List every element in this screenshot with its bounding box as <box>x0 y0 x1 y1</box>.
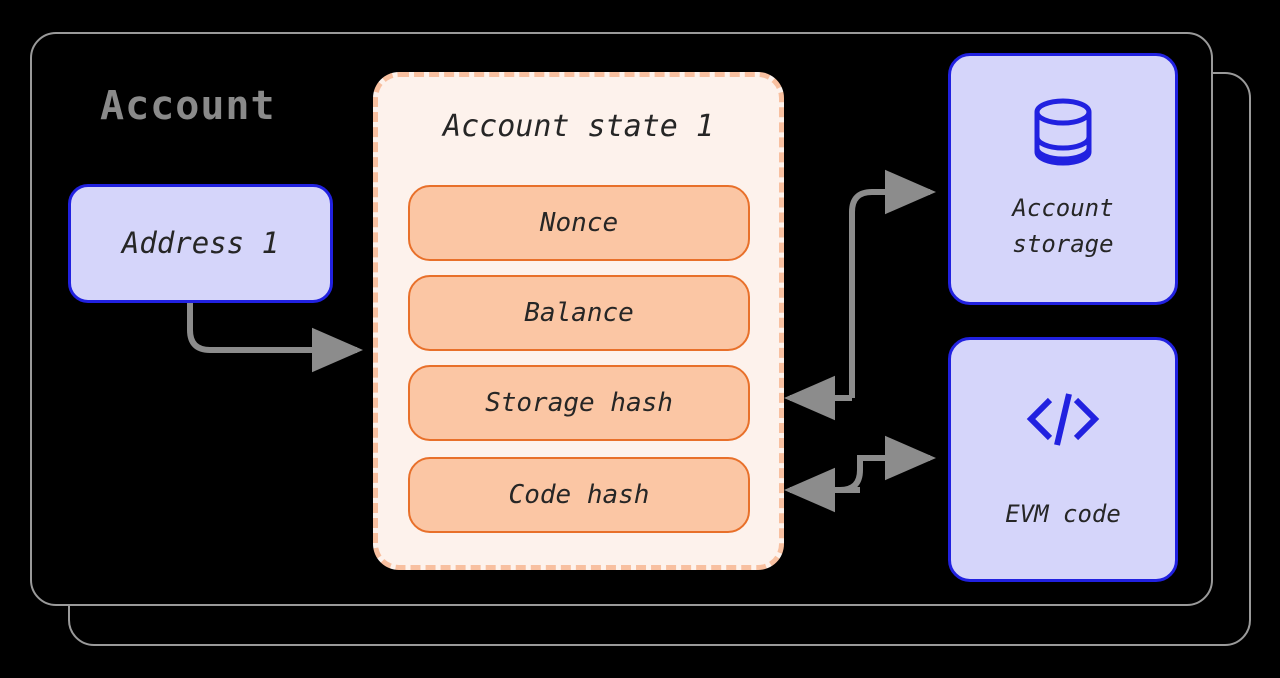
database-icon <box>1032 96 1094 172</box>
account-storage-box[interactable]: Account storage <box>948 53 1178 305</box>
evm-code-box[interactable]: EVM code <box>948 337 1178 582</box>
field-storage-hash[interactable]: Storage hash <box>408 365 750 441</box>
account-state-title: Account state 1 <box>443 109 714 144</box>
account-storage-label: Account storage <box>1012 190 1113 262</box>
account-state-box[interactable]: Account state 1 Nonce Balance Storage ha… <box>373 72 784 570</box>
field-code-hash[interactable]: Code hash <box>408 457 750 533</box>
account-storage-label-line1: Account <box>1012 194 1114 222</box>
evm-code-label: EVM code <box>1005 499 1121 528</box>
code-brackets-icon <box>1024 388 1102 454</box>
account-storage-label-line2: storage <box>1012 230 1114 258</box>
field-balance[interactable]: Balance <box>408 275 750 351</box>
address-label: Address 1 <box>121 225 280 260</box>
field-nonce[interactable]: Nonce <box>408 185 750 261</box>
address-box[interactable]: Address 1 <box>68 184 333 303</box>
account-title: Account <box>100 83 276 129</box>
